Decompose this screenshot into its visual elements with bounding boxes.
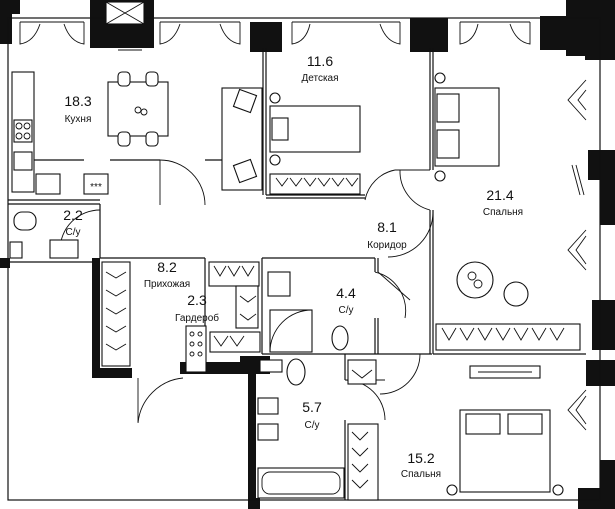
- room-label-bedroom-1: 21.4 Спальня: [483, 187, 523, 218]
- room-label-bathroom-4-4: 4.4 С/у: [336, 285, 356, 316]
- room-label-dressing-room: 2.3 Гардероб: [175, 292, 219, 324]
- room-name: Прихожая: [144, 279, 190, 290]
- room-name: Спальня: [401, 469, 441, 480]
- room-area: 8.1: [377, 219, 397, 235]
- window-kitchen-top: [105, 1, 145, 25]
- room-area: 11.6: [307, 53, 333, 69]
- kitchen-furniture: ***: [11, 71, 263, 195]
- dressing-room-furniture: [185, 261, 261, 373]
- room-area: 21.4: [486, 187, 513, 203]
- room-area: 2.3: [187, 292, 207, 308]
- room-label-corridor: 8.1 Коридор: [367, 219, 407, 251]
- room-label-bathroom-small: 2.2 С/у: [63, 207, 83, 238]
- room-label-bathroom-5-7: 5.7 С/у: [302, 399, 322, 431]
- room-label-hallway: 8.2 Прихожая: [144, 259, 190, 290]
- kids-room-furniture: [269, 92, 361, 195]
- room-name: Кухня: [65, 114, 92, 125]
- room-name: Коридор: [367, 240, 407, 251]
- doors: [59, 159, 434, 424]
- windows-top: [19, 21, 531, 51]
- room-name: Детская: [301, 73, 338, 84]
- bedroom-1-furniture: [434, 72, 581, 351]
- bathroom-small-furniture: [9, 211, 79, 259]
- room-name: С/у: [339, 305, 354, 316]
- room-area: 18.3: [64, 93, 91, 109]
- room-label-kitchen: 18.3 Кухня: [64, 93, 91, 125]
- bedroom-2-furniture: [347, 365, 564, 501]
- bathroom-4-4-furniture: [267, 271, 349, 353]
- room-area: 5.7: [302, 399, 322, 415]
- room-area: 2.2: [63, 207, 83, 223]
- room-area: 8.2: [157, 259, 177, 275]
- room-name: Гардероб: [175, 312, 219, 324]
- windows-right: [567, 60, 601, 460]
- room-name: С/у: [305, 420, 320, 431]
- room-area: 15.2: [407, 450, 434, 466]
- bathroom-5-7-furniture: [257, 358, 377, 499]
- room-name: С/у: [66, 227, 81, 238]
- room-area: 4.4: [336, 285, 356, 301]
- svg-text:***: ***: [90, 182, 102, 193]
- room-label-kids-room: 11.6 Детская: [301, 53, 338, 84]
- room-label-bedroom-2: 15.2 Спальня: [401, 450, 441, 480]
- hall-wardrobe: [101, 261, 131, 367]
- room-name: Спальня: [483, 207, 523, 218]
